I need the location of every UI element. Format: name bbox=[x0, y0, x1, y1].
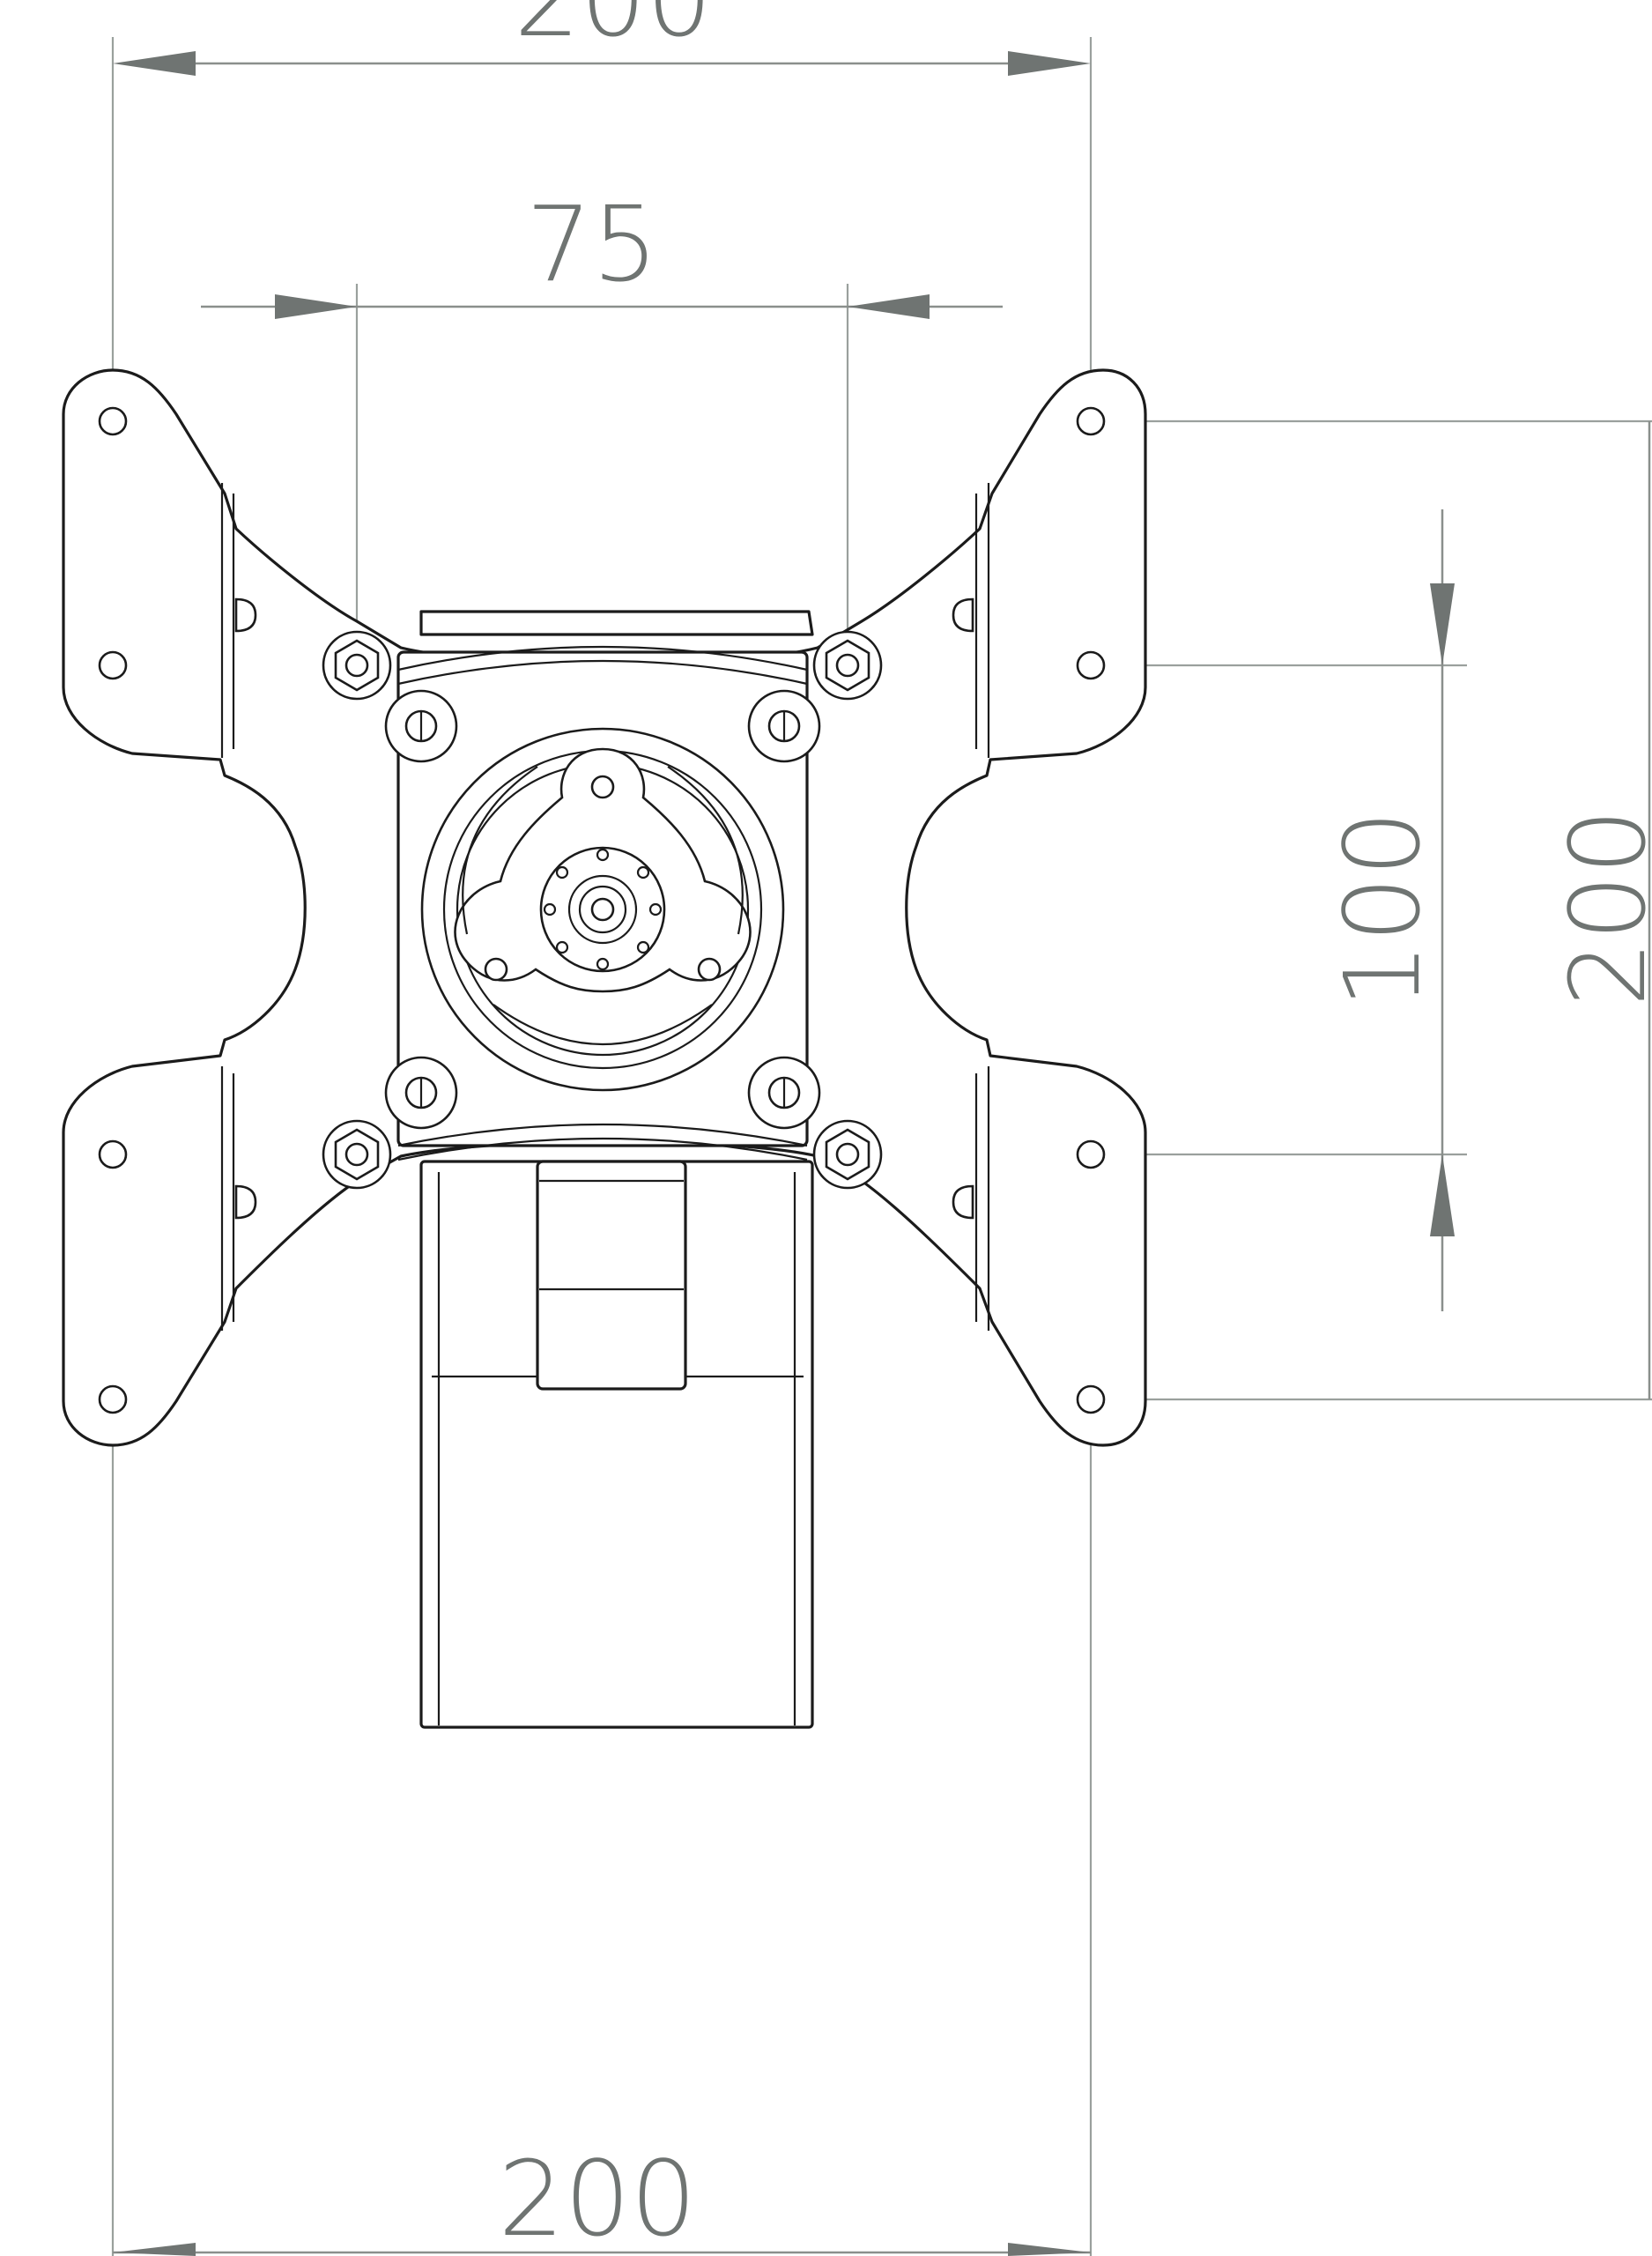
hex-nut-tr bbox=[812, 630, 883, 701]
hub-screw-tr bbox=[747, 689, 821, 763]
dimension-label-inner-height: 100 bbox=[1322, 810, 1443, 1008]
hole-100-tr bbox=[1076, 650, 1106, 680]
fasteners bbox=[322, 630, 883, 1190]
center-hole-5 bbox=[596, 957, 610, 971]
dimension-label-outer-height: 200 bbox=[1547, 808, 1652, 1006]
center-bolt bbox=[590, 897, 615, 922]
center-hole-7 bbox=[543, 902, 557, 916]
center-hole-1 bbox=[596, 848, 610, 862]
hex-nut-tl bbox=[322, 630, 392, 701]
dimension-top-width: 200 bbox=[111, 0, 1093, 414]
arrow-inner-bottom bbox=[1430, 1154, 1455, 1236]
dimension-label-top-width: 200 bbox=[514, 0, 712, 60]
hub-bottom-arc bbox=[397, 1123, 808, 1147]
hub-screw-bl bbox=[384, 1056, 458, 1130]
arrow-inner-left bbox=[275, 294, 357, 319]
corner-hole-tl bbox=[98, 406, 128, 436]
ring-slot-right bbox=[667, 766, 744, 935]
arrow-inner-right bbox=[848, 294, 930, 319]
arrow-inner-top bbox=[1430, 583, 1455, 665]
center-hole-4 bbox=[636, 940, 650, 954]
corner-hole-br bbox=[1076, 1384, 1106, 1414]
hub-screw-tl bbox=[384, 689, 458, 763]
dimension-label-inner-width: 75 bbox=[526, 183, 658, 305]
arm-clamp bbox=[536, 1160, 687, 1391]
center-disc-ring bbox=[567, 874, 638, 945]
hex-nut-br bbox=[812, 1119, 883, 1190]
hub-screw-br bbox=[747, 1056, 821, 1130]
corner-hole-bl bbox=[98, 1384, 128, 1414]
center-hub bbox=[396, 645, 809, 1161]
dimension-bottom-width: 200 bbox=[111, 1414, 1093, 2256]
mount-arm bbox=[419, 1160, 814, 1729]
tri-lobe-hole-top bbox=[590, 775, 615, 799]
arrow-left-bottom bbox=[113, 2243, 196, 2256]
center-disc-ring-inner bbox=[578, 885, 627, 934]
center-hole-8 bbox=[555, 865, 569, 879]
dimension-label-bottom-width: 200 bbox=[498, 2138, 696, 2256]
hole-100-br bbox=[1076, 1139, 1106, 1169]
hub-top-arc-2 bbox=[397, 659, 808, 686]
ring-slot-left bbox=[462, 766, 538, 935]
top-block bbox=[419, 610, 814, 636]
tri-lobe-hole-left bbox=[484, 957, 508, 982]
hex-nut-bl bbox=[322, 1119, 392, 1190]
arrow-left-top bbox=[113, 51, 196, 76]
corner-hole-tr bbox=[1076, 406, 1106, 436]
dimension-inner-height: 100 bbox=[1108, 509, 1467, 1311]
arrow-right-top bbox=[1008, 51, 1091, 76]
center-hole-2 bbox=[636, 865, 650, 879]
left-peg-top bbox=[234, 597, 257, 633]
dimension-inner-width: 75 bbox=[201, 183, 1003, 648]
hole-100-tl bbox=[98, 650, 128, 680]
center-hole-3 bbox=[648, 902, 663, 916]
hole-100-bl bbox=[98, 1139, 128, 1169]
arrow-right-bottom bbox=[1008, 2243, 1091, 2256]
ring-slot-bottom bbox=[493, 1004, 713, 1045]
hub-bottom-arc-2 bbox=[397, 1137, 808, 1161]
hub-top-arc bbox=[397, 645, 808, 672]
right-peg-bottom bbox=[952, 1184, 974, 1220]
left-peg-bottom bbox=[234, 1184, 257, 1220]
dimension-outer-height: 200 bbox=[1112, 419, 1652, 1401]
right-peg-top bbox=[952, 597, 974, 633]
tri-lobe-hole-right bbox=[697, 957, 722, 982]
center-hole-6 bbox=[555, 940, 569, 954]
